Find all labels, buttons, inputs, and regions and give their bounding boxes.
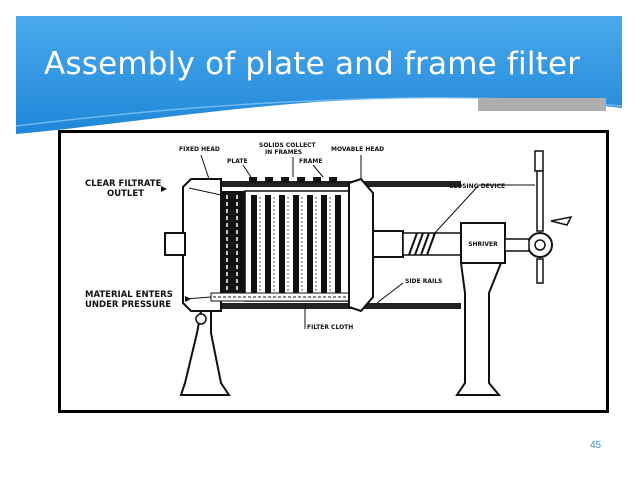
fixed-head-leg (179, 310, 231, 396)
label-closing-device: CLOSING DEVICE (449, 183, 505, 190)
plate-pack (210, 177, 352, 302)
label-clear-filtrate-1: CLEAR FILTRATE (85, 179, 162, 189)
slide-title: Assembly of plate and frame filter (44, 46, 581, 82)
label-filter-cloth: FILTER CLOTH (307, 324, 353, 331)
brand-label: SHRIVER (468, 241, 498, 248)
gear-housing: SHRIVER (460, 222, 506, 264)
label-material-enters-2: UNDER PRESSURE (85, 300, 171, 310)
label-material-enters-1: MATERIAL ENTERS (85, 290, 173, 300)
label-solids-collect-1: SOLIDS COLLECT (259, 142, 317, 149)
title-accent-bar (478, 98, 606, 111)
label-movable-head: MOVABLE HEAD (331, 146, 384, 153)
label-side-rails: SIDE RAILS (405, 278, 442, 285)
filter-press-diagram: SHRIVER FIXED HE (58, 130, 609, 413)
bottom-side-rail (201, 303, 461, 309)
closing-device-wheel (504, 150, 573, 284)
label-frame: FRAME (299, 158, 322, 165)
page-number: 45 (590, 440, 602, 451)
fixed-head (164, 178, 245, 312)
label-solids-collect-2: IN FRAMES (265, 149, 302, 156)
label-fixed-head: FIXED HEAD (179, 146, 220, 153)
top-side-rail (201, 181, 461, 187)
closing-screw (402, 232, 464, 256)
movable-head-leg (455, 262, 503, 396)
label-plate: PLATE (227, 158, 248, 165)
label-clear-filtrate-2: OUTLET (107, 189, 144, 199)
movable-head (348, 177, 404, 313)
